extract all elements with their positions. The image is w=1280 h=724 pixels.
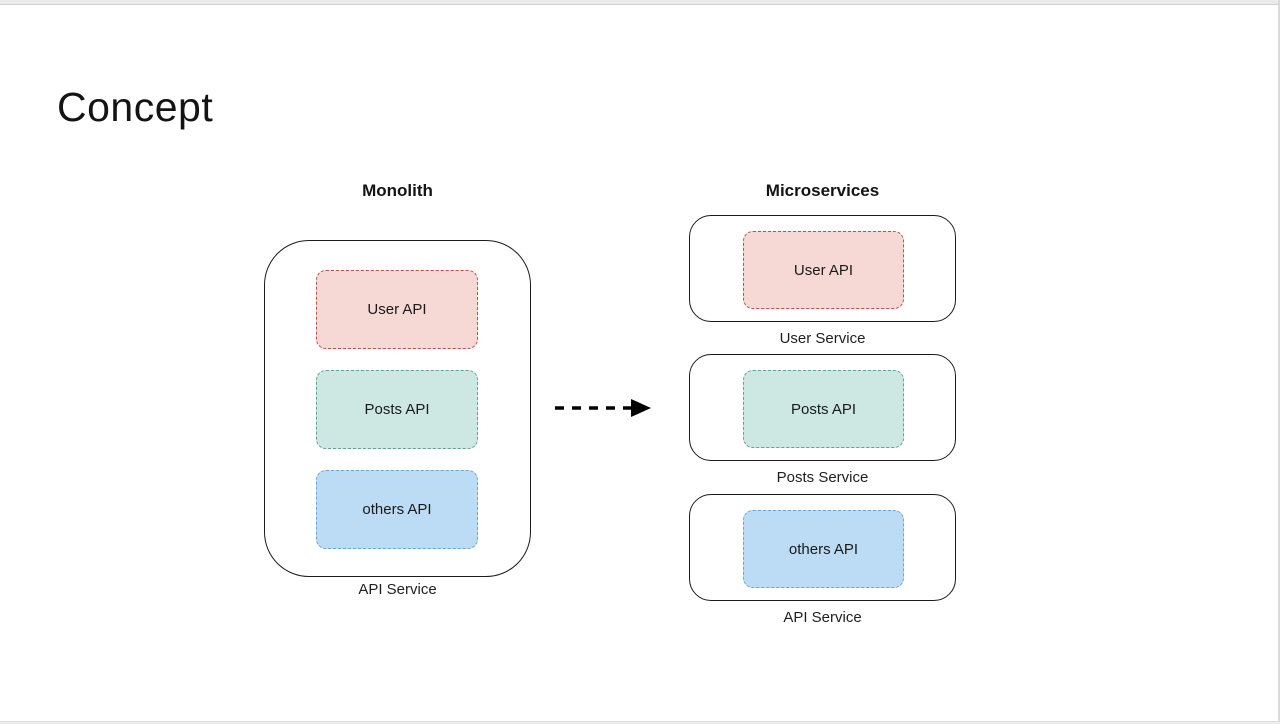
- posts-service-label: Posts Service: [776, 469, 869, 486]
- api-service-label: API Service: [783, 609, 862, 626]
- microservices-header: Microservices: [765, 181, 880, 200]
- monolith-user-api-label: User API: [367, 301, 427, 318]
- posts-service-container: Posts API: [689, 354, 956, 461]
- api-service-others-label: others API: [788, 540, 859, 558]
- user-service-label: User Service: [779, 330, 866, 347]
- user-service-container: User API: [689, 215, 956, 322]
- api-service-container: others API: [689, 494, 956, 601]
- slide-top-edge: [0, 0, 1280, 5]
- posts-service-api-box: Posts API: [743, 370, 904, 448]
- slide-title: Concept: [57, 84, 214, 130]
- monolith-posts-api-box: Posts API: [316, 370, 478, 449]
- monolith-to-microservices-arrow: [555, 399, 651, 417]
- monolith-user-api-box: User API: [316, 270, 478, 349]
- slide-right-edge: [1278, 0, 1280, 724]
- posts-service-api-label: Posts API: [790, 400, 857, 418]
- user-service-api-label: User API: [793, 261, 854, 279]
- slide-bottom-edge: [0, 721, 1280, 724]
- monolith-container: User API Posts API others API: [264, 240, 531, 577]
- user-service-api-box: User API: [743, 231, 904, 309]
- monolith-posts-api-label: Posts API: [364, 401, 430, 418]
- api-service-others-box: others API: [743, 510, 904, 588]
- monolith-header: Monolith: [362, 181, 433, 200]
- monolith-others-api-box: others API: [316, 470, 478, 549]
- monolith-container-label: API Service: [358, 581, 437, 598]
- monolith-others-api-label: others API: [362, 501, 432, 518]
